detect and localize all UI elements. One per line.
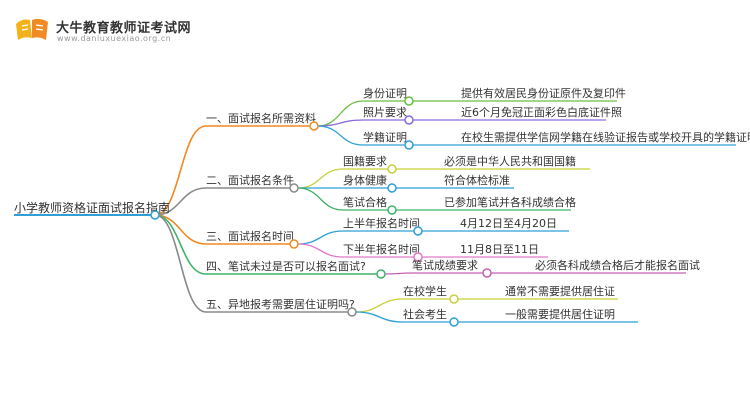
brand-subtitle: www.daniuxuexiao.org.cn [57, 34, 172, 43]
leaf-label: 近6个月免冠正面彩色白底证件照 [461, 105, 622, 119]
child-dot [387, 164, 397, 174]
leaf-label: 一般需要提供居住证明 [505, 307, 615, 321]
child-label: 笔试合格 [343, 195, 387, 209]
child-label: 笔试成绩要求 [412, 258, 478, 272]
edge [154, 214, 207, 313]
child-dot [482, 268, 492, 278]
edge [297, 230, 344, 245]
edge [154, 187, 207, 216]
child-dot [449, 317, 459, 327]
branch-label-3: 三、面试报名时间 [206, 229, 294, 243]
branch-label-2: 二、面试报名条件 [206, 173, 294, 187]
child-dot [413, 226, 423, 236]
branch-dot-5 [347, 307, 357, 317]
leaf-label: 4月12日至4月20日 [460, 217, 557, 230]
edge [317, 125, 364, 146]
child-dot [387, 205, 397, 215]
child-label: 照片要求 [363, 106, 407, 119]
edge [297, 187, 344, 211]
leaf-label: 通常不需要提供居住证 [505, 284, 615, 298]
leaf-label: 必须是中华人民共和国国籍 [444, 154, 576, 168]
leaf-label: 提供有效居民身份证原件及复印件 [461, 86, 626, 100]
leaf-label: 必须各科成绩合格后才能报名面试 [535, 258, 700, 272]
branch-label-4: 四、笔试未过是否可以报名面试? [206, 259, 366, 273]
branch-dot-2 [289, 183, 299, 193]
edge [355, 298, 404, 313]
edge [154, 125, 207, 216]
logo-icon [12, 14, 52, 44]
edge [384, 272, 413, 275]
edge [355, 311, 404, 323]
edge [297, 243, 344, 258]
branch-label-1: 一、面试报名所需资料 [206, 111, 316, 125]
child-dot [404, 96, 414, 106]
child-label: 下半年报名时间 [343, 242, 420, 256]
child-dot [404, 115, 414, 125]
child-label: 身体健康 [343, 173, 387, 187]
brand-title: 大牛教育教师证考试网 [56, 21, 192, 36]
child-label: 上半年报名时间 [343, 216, 420, 230]
edge [317, 100, 364, 127]
child-label: 社会考生 [403, 307, 447, 321]
edge [317, 119, 364, 127]
branch-dot-3 [289, 239, 299, 249]
child-dot [404, 140, 414, 150]
child-dot [449, 294, 459, 304]
leaf-label: 在校生需提供学信网学籍在线验证报告或学校开具的学籍证明 [461, 130, 750, 144]
child-dot [387, 183, 397, 193]
child-label: 国籍要求 [343, 154, 387, 168]
branch-dot-1 [309, 121, 319, 131]
leaf-label: 已参加笔试并各科成绩合格 [444, 195, 576, 209]
child-dot [413, 252, 423, 262]
edge [297, 168, 344, 189]
leaf-label: 符合体检标准 [444, 173, 510, 187]
root-node-label: 小学教师资格证面试报名指南 [14, 200, 170, 215]
child-label: 学籍证明 [363, 130, 407, 144]
leaf-label: 11月8日至11日 [460, 243, 539, 256]
root-node-dot [150, 210, 160, 220]
child-label: 身份证明 [363, 86, 407, 100]
branch-label-5: 五、异地报考需要居住证明吗? [206, 297, 355, 311]
branch-dot-4 [376, 269, 386, 279]
child-label: 在校学生 [403, 284, 447, 298]
